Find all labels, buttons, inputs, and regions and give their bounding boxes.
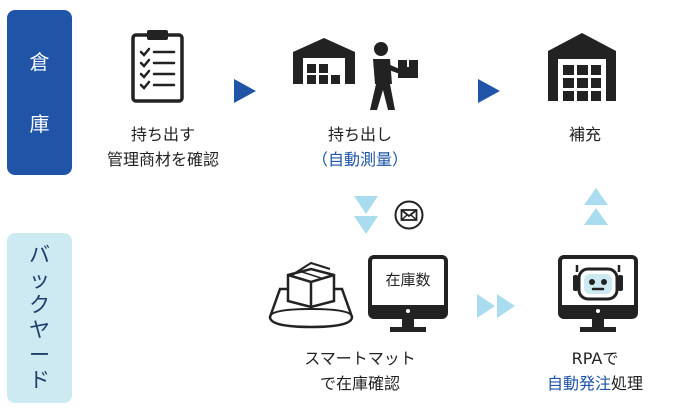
arrow-right-icon xyxy=(234,79,256,103)
label-line: RPAで xyxy=(571,349,619,368)
lane-char: ッ xyxy=(29,268,50,292)
lane-char: 庫 xyxy=(29,111,50,136)
label-line: 持ち出し xyxy=(327,125,392,144)
step-rpa-label: RPAで 自動発注処理 xyxy=(525,346,665,396)
label-text: 処理 xyxy=(611,374,644,393)
smart-mat-icon xyxy=(268,261,354,329)
lane-warehouse: 倉 庫 xyxy=(7,10,72,175)
robot-monitor-icon xyxy=(558,255,638,332)
lane-char: バ xyxy=(29,243,50,267)
label-line: 持ち出す xyxy=(130,125,195,144)
lane-char: ヤ xyxy=(29,318,50,342)
label-line: 自動発注処理 xyxy=(525,371,665,396)
double-arrow-right-icon xyxy=(477,294,515,318)
warehouse-full-icon xyxy=(548,33,616,101)
step-smart-mat-label: スマートマット で在庫確認 xyxy=(285,346,435,396)
clipboard-checklist-icon xyxy=(131,30,184,103)
label-line: で在庫確認 xyxy=(319,374,400,393)
monitor-label: 在庫数 xyxy=(385,271,431,289)
double-arrow-down-icon xyxy=(354,196,378,234)
label-highlight: 自動発注 xyxy=(546,374,611,393)
lane-backyard: バ ッ ク ヤ ー ド xyxy=(7,233,72,403)
lane-char: ク xyxy=(29,293,50,317)
double-arrow-up-icon xyxy=(584,188,608,225)
monitor-icon: 在庫数 xyxy=(368,255,448,335)
step-carry-out-label: 持ち出し （自動測量） xyxy=(305,122,415,172)
lane-char: ド xyxy=(29,368,50,392)
lane-warehouse-label: 倉 庫 xyxy=(30,52,50,134)
label-line: スマートマット xyxy=(304,349,416,368)
lane-char: 倉 xyxy=(29,49,50,74)
mail-icon xyxy=(394,200,424,230)
label-line: 補充 xyxy=(568,125,601,144)
worker-carrying-box-icon xyxy=(370,42,418,110)
lane-backyard-label: バ ッ ク ヤ ー ド xyxy=(29,245,50,391)
arrow-right-icon xyxy=(478,79,500,103)
warehouse-icon xyxy=(293,38,355,84)
label-line: （自動測量） xyxy=(311,150,408,169)
step-take-out-label: 持ち出す 管理商材を確認 xyxy=(98,122,228,172)
label-line: 管理商材を確認 xyxy=(106,150,219,169)
step-replenish-label: 補充 xyxy=(550,122,620,147)
lane-char: ー xyxy=(29,343,50,367)
